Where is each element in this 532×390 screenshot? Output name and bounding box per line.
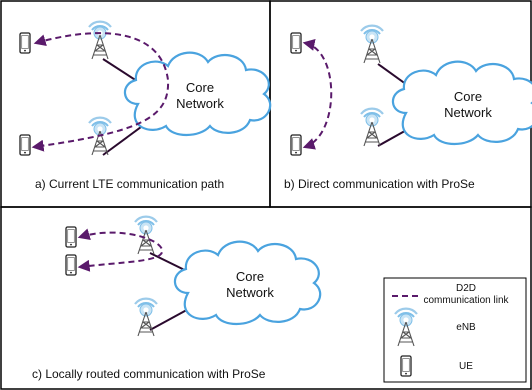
enb-tower-icon [133,215,159,256]
panel-c-border [0,206,532,390]
legend-enb-label: eNB [456,322,476,333]
d2d-link [302,39,333,150]
panel-caption: b) Direct communication with ProSe [284,177,475,191]
ue-phone-icon [19,134,31,156]
legend-ue-label: UE [459,361,473,372]
ue-phone-icon [65,254,77,276]
ue-phone-icon [65,226,77,248]
enb-tower-icon [359,107,385,148]
core-label-line1: Core [454,89,482,104]
ue-phone-icon [290,134,302,156]
legend: D2D communication link eNB UE [383,277,527,383]
panel-caption: a) Current LTE communication path [35,177,224,191]
legend-d2d-label-line1: D2D [456,283,476,294]
legend-ue-icon [400,355,412,377]
core-label-line1: Core [236,269,264,284]
panel-c: Core Network c) Locally routed communica… [32,215,322,381]
d2d-link [77,228,164,272]
core-label-line2: Network [176,96,224,111]
legend-d2d-label-line2: communication link [423,295,509,306]
panel-caption: c) Locally routed communication with Pro… [32,367,266,381]
enb-tower-icon [359,24,385,65]
d2d-link [31,32,170,152]
panel-a: Core Network a) Current LTE communicatio… [19,20,272,191]
enb-tower-icon [87,20,113,61]
core-label-line2: Network [444,105,492,120]
core-label-line2: Network [226,285,274,300]
core-label-line1: Core [186,80,214,95]
enb-tower-icon [133,297,159,338]
panel-b: Core Network b) Direct communication wit… [284,24,532,191]
ue-phone-icon [19,32,31,54]
ue-phone-icon [290,32,302,54]
